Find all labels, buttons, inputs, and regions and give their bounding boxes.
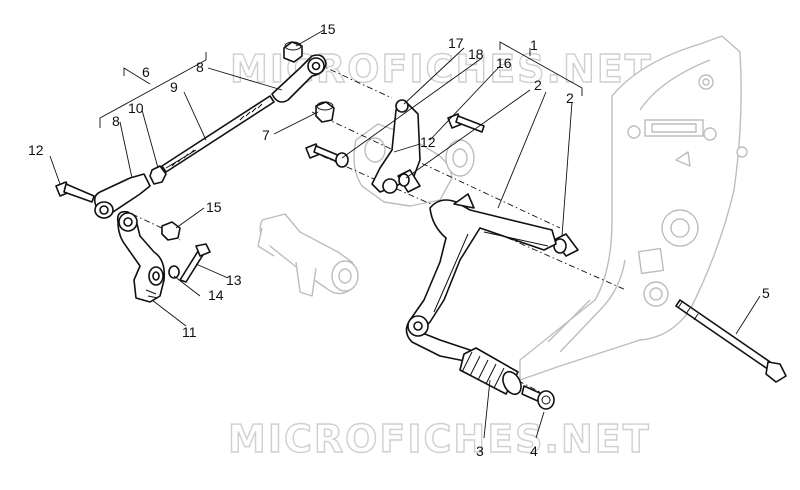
washer-14: [168, 265, 180, 279]
callout-4: 4: [530, 443, 538, 459]
bushing-2-right: [553, 233, 579, 257]
callout-8-upper: 8: [196, 59, 204, 75]
callout-15-upper: 15: [320, 21, 336, 37]
screw-13: [179, 243, 211, 283]
nut-15-lower: [161, 221, 181, 241]
watermark-bottom: MICROFICHES.NET: [228, 417, 651, 461]
callout-8-lower: 8: [112, 113, 120, 129]
callout-18: 18: [468, 46, 484, 62]
screw-4: [521, 385, 555, 410]
callout-10: 10: [128, 100, 144, 116]
callout-15-lower: 15: [206, 199, 222, 215]
callout-7: 7: [262, 127, 270, 143]
threaded-rod: [161, 95, 275, 173]
callout-12-left: 12: [28, 142, 44, 158]
long-bolt-5: [675, 299, 787, 383]
leader-lines: [49, 29, 761, 439]
callout-13: 13: [226, 272, 242, 288]
callout-9: 9: [170, 79, 178, 95]
callout-2-right: 2: [566, 90, 574, 106]
lock-nut-10: [149, 165, 167, 185]
nut-15-upper: [283, 41, 303, 63]
rod-end-lower: [93, 173, 151, 219]
bolt-12-left: [55, 181, 95, 203]
group-bracket-6: [99, 52, 207, 128]
callout-12-right: 12: [420, 134, 436, 150]
washer-18: [335, 152, 349, 168]
callout-14: 14: [208, 287, 224, 303]
link-plate-17: [371, 99, 421, 194]
callout-3: 3: [476, 443, 484, 459]
bolt-12-right: [305, 143, 341, 163]
group-bracket-1: [499, 41, 583, 96]
rod-end-upper: [271, 54, 327, 103]
gear-change-lever-1: [405, 193, 557, 363]
callout-5: 5: [762, 285, 770, 301]
ghost-frame-plate: [519, 35, 748, 381]
callout-labels: 1 2 2 3 4 5 6 7 8 8 9 10 11 12 12 13 14 …: [28, 21, 770, 459]
callout-6: 6: [142, 64, 150, 80]
callout-11: 11: [182, 324, 197, 340]
lever-bracket-11: [116, 210, 166, 303]
callout-16: 16: [496, 55, 512, 71]
callout-1: 1: [530, 37, 538, 53]
nut-7: [315, 101, 335, 123]
callout-2-left: 2: [534, 77, 542, 93]
footpeg-rubber-3: [459, 347, 522, 396]
bolt-16: [447, 113, 485, 133]
bushing-2-left: [397, 169, 421, 193]
callout-17: 17: [448, 35, 464, 51]
ghost-footpeg-bracket: [257, 213, 359, 297]
